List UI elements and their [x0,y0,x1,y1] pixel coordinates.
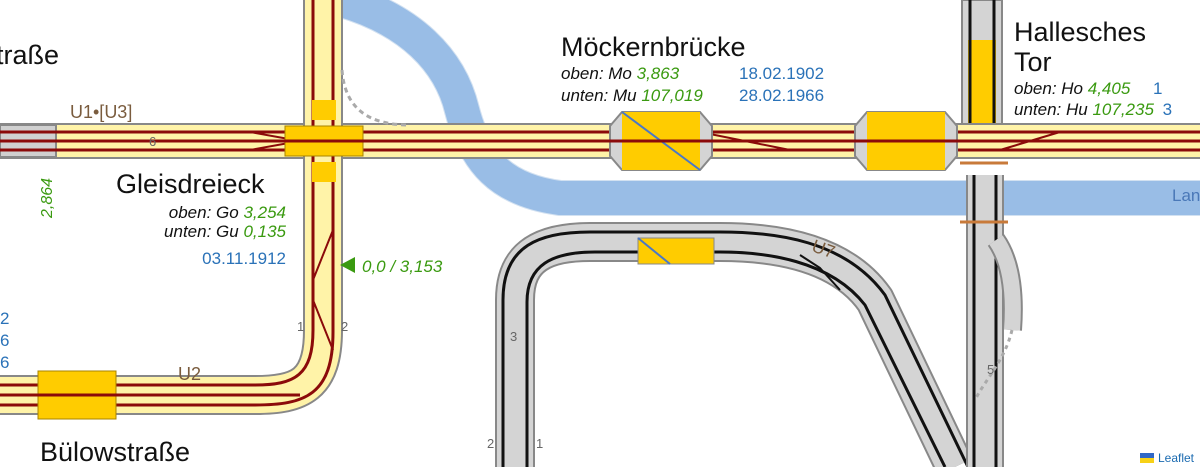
gleisdreieck-unten: unten: Gu 0,135 [164,222,286,241]
line-label-u2: U2 [178,364,202,384]
track-number-6: 6 [149,134,157,149]
km-marker-vertical: 2,864 [39,177,56,218]
water-canal-bend [336,0,1200,215]
water-canal-edge [336,0,1200,216]
moeckernbruecke-oben-date: 18.02.1902 [739,64,825,83]
left-cut-date-1: 2 [0,309,10,328]
gleisdreieck-date: 03.11.1912 [202,249,286,268]
hallesches-tor-unten: unten: Hu 107,235 3 [1014,100,1173,119]
station-left-cut[interactable]: traße [0,40,60,70]
ukraine-flag-icon [1139,453,1154,463]
track-number-ht-5: 5 [987,362,995,377]
ht-upper-band [961,0,1003,126]
gleisdreieck-oben: oben: Go 3,254 [168,203,286,222]
platform-u7-mo [637,237,715,265]
signal-label: 0,0 / 3,153 [362,257,443,276]
moeckernbruecke-oben: oben: Mo 3,863 [561,64,680,83]
track-number-1: 1 [297,319,305,334]
track-number-u7-3: 3 [510,329,518,344]
station-hallesches-tor-line2[interactable]: Tor [1014,47,1052,77]
track-number-u7-2: 2 [487,436,495,451]
map-attribution[interactable]: Leaflet [1135,449,1200,467]
line-label-u1-u3: U1•[U3] [70,102,133,122]
u7-line [495,175,1023,467]
hallesches-tor-oben: oben: Ho 4,405 1 [1014,79,1163,98]
station-hallesches-tor-line1[interactable]: Hallesches [1014,17,1147,47]
moeckernbruecke-unten-date: 28.02.1966 [739,86,825,105]
platform-gleisdreieck-v-bot [312,162,336,182]
signal-triangle-icon [340,257,355,273]
left-cut-date-3: 6 [0,353,10,372]
track-number-2: 2 [341,319,349,334]
station-moeckernbruecke[interactable]: Möckernbrücke [561,32,746,62]
station-gleisdreieck[interactable]: Gleisdreieck [116,169,265,199]
track-number-u7-1: 1 [536,436,544,451]
station-bulowstrasse[interactable]: Bülowstraße [40,437,191,467]
leaflet-link[interactable]: Leaflet [1157,451,1194,465]
platforms [0,100,1200,420]
platform-gleisdreieck-v-top [312,100,336,120]
moeckernbruecke-unten: unten: Mu 107,019 [561,86,703,105]
left-cut-date-2: 6 [0,331,10,350]
water-label: Lan [1172,186,1200,205]
